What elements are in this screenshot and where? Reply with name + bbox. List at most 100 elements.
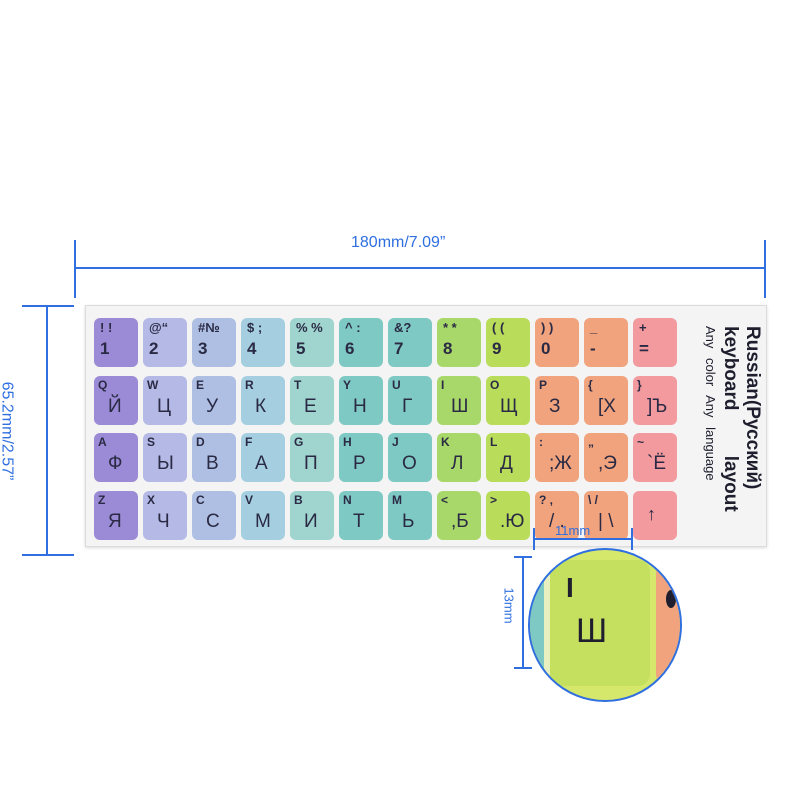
- key-symbol-top: &?: [394, 320, 412, 335]
- key-cyrillic-letter: Щ: [500, 396, 518, 417]
- key-latin-letter: ↑: [647, 504, 656, 524]
- key-cyrillic-letter: [Х: [598, 396, 616, 417]
- key-cyrillic-letter: И: [304, 511, 318, 532]
- key-latin-letter: B: [294, 493, 303, 507]
- key-cyrillic-letter: `Ё: [647, 453, 667, 474]
- key-sticker: +=: [633, 318, 677, 367]
- key-cyrillic-letter: Л: [451, 453, 464, 474]
- key-symbol-bottom: =: [639, 339, 649, 358]
- key-cyrillic-letter: Ь: [402, 511, 415, 532]
- key-cyrillic-letter: Р: [353, 453, 366, 474]
- width-dimension-left-tick: [74, 240, 76, 298]
- key-cyrillic-letter: Ц: [157, 396, 172, 417]
- key-width-line: [533, 538, 633, 540]
- key-cyrillic-letter: Н: [353, 396, 367, 417]
- zoom-key: [550, 560, 650, 686]
- height-dimension-bottom-tick: [22, 554, 74, 556]
- key-cyrillic-letter: Ф: [108, 453, 123, 474]
- key-latin-letter: ? ,: [539, 493, 553, 507]
- key-sticker: ! !1: [94, 318, 138, 367]
- key-latin-letter: {: [588, 378, 593, 392]
- key-latin-letter: :: [539, 435, 543, 449]
- height-dimension-label: 65.2mm/2.57”: [0, 381, 16, 481]
- key-latin-letter: C: [196, 493, 205, 507]
- key-latin-letter: >: [490, 493, 498, 507]
- key-sticker: * *8: [437, 318, 481, 367]
- key-sticker: >.Ю: [486, 491, 530, 540]
- key-cyrillic-letter: О: [402, 453, 417, 474]
- key-symbol-bottom: 8: [443, 339, 453, 358]
- key-cyrillic-letter: Ы: [157, 453, 174, 474]
- key-cyrillic-letter: Я: [108, 511, 122, 532]
- key-latin-letter: J: [392, 435, 399, 449]
- key-cyrillic-letter: Ш: [451, 396, 469, 417]
- key-latin-letter: E: [196, 378, 205, 392]
- key-cyrillic-letter: ,Э: [598, 453, 617, 474]
- key-cyrillic-letter: ;Ж: [549, 453, 572, 474]
- key-sticker: <,Б: [437, 491, 481, 540]
- key-symbol-top: % %: [296, 320, 323, 335]
- key-latin-letter: L: [490, 435, 498, 449]
- key-latin-letter: M: [392, 493, 402, 507]
- key-symbol-top: +: [639, 320, 647, 335]
- key-latin-letter: R: [245, 378, 254, 392]
- key-latin-letter: \ /: [588, 493, 599, 507]
- key-latin-letter: }: [637, 378, 642, 392]
- key-cyrillic-letter: | \: [598, 511, 614, 532]
- key-symbol-top: _: [590, 320, 598, 335]
- key-latin-letter: G: [294, 435, 304, 449]
- key-latin-letter: H: [343, 435, 352, 449]
- key-cyrillic-letter: З: [549, 396, 561, 417]
- key-latin-letter: K: [441, 435, 450, 449]
- key-sticker: { [Х: [584, 376, 628, 425]
- key-sticker: % % 5: [290, 318, 334, 367]
- key-symbol-top: ) ): [541, 320, 554, 335]
- key-latin-letter: ~: [637, 435, 645, 449]
- key-latin-letter: U: [392, 378, 401, 392]
- side-label-title: Russian(Русский): [742, 326, 763, 490]
- key-symbol-bottom: 7: [394, 339, 404, 358]
- key-sticker: ? ,/ .: [535, 491, 579, 540]
- side-label: Russian(Русский) keyboard layout Any col…: [701, 326, 763, 541]
- zoom-neighbor-glyph: [666, 590, 676, 608]
- key-latin-letter: Z: [98, 493, 106, 507]
- zoom-neighbor-key-left: [530, 550, 544, 700]
- key-symbol-top: ! !: [100, 320, 113, 335]
- key-sticker: : ;Ж: [535, 433, 579, 482]
- key-sticker: „,Э: [584, 433, 628, 482]
- key-sticker: $ ;4: [241, 318, 285, 367]
- key-sticker: ( (9: [486, 318, 530, 367]
- key-symbol-bottom: 9: [492, 339, 502, 358]
- key-width-label: 11mm: [555, 523, 591, 538]
- key-symbol-bottom: 4: [247, 339, 257, 358]
- key-latin-letter: W: [147, 378, 159, 392]
- key-latin-letter: <: [441, 493, 449, 507]
- key-latin-letter: P: [539, 378, 548, 392]
- key-cyrillic-letter: ]Ъ: [647, 396, 668, 417]
- key-width-left-tick: [533, 528, 535, 550]
- key-sticker: ^ :6: [339, 318, 383, 367]
- key-symbol-bottom: 0: [541, 339, 551, 358]
- key-symbol-top: ^ :: [345, 320, 361, 335]
- key-height-top-tick: [514, 556, 532, 558]
- key-symbol-bottom: 5: [296, 339, 306, 358]
- key-cyrillic-letter: Т: [353, 511, 365, 532]
- width-dimension-label: 180mm/7.09”: [351, 234, 446, 251]
- key-zoom-detail: I Ш: [528, 548, 682, 702]
- key-sticker: ~`Ё: [633, 433, 677, 482]
